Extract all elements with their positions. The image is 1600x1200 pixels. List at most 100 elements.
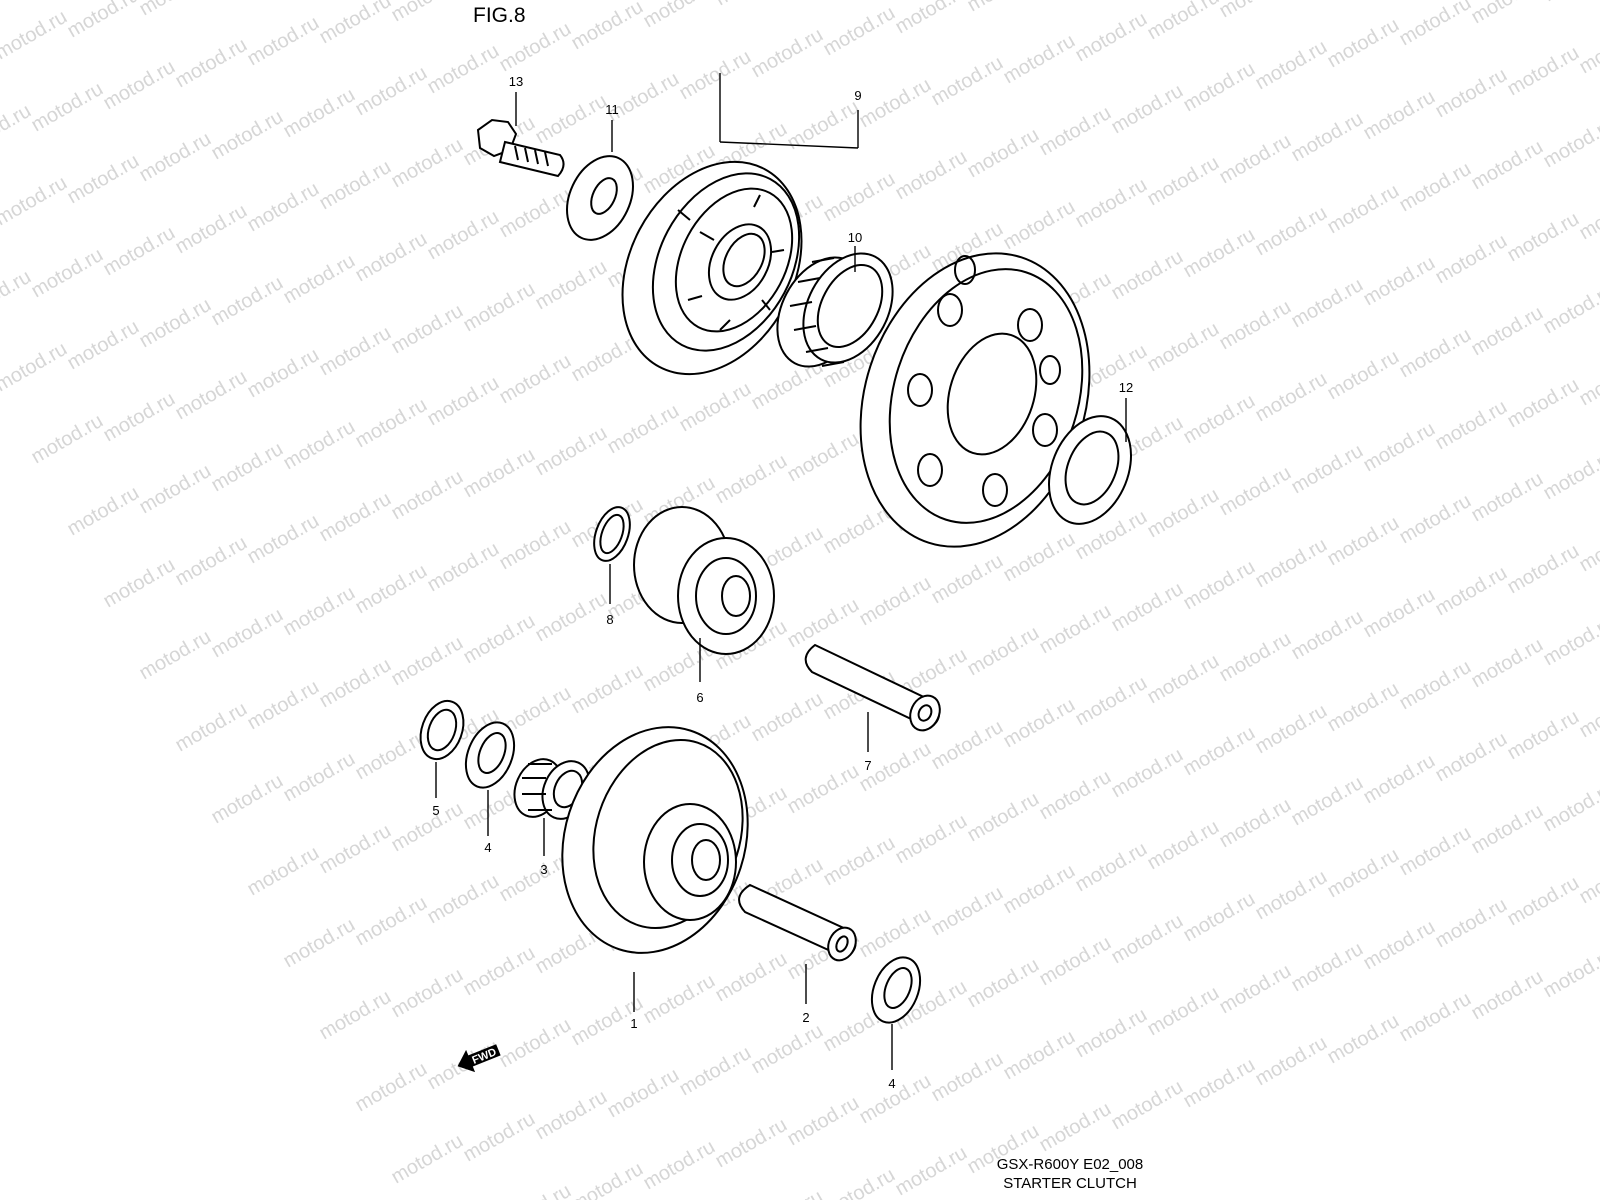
- watermark-text: motod.ru: [352, 62, 431, 121]
- watermark-text: motod.ru: [964, 622, 1043, 681]
- watermark-text: motod.ru: [1144, 816, 1223, 875]
- watermark-text: motod.ru: [136, 294, 215, 353]
- callout-8: 8: [606, 612, 613, 627]
- watermark-text: motod.ru: [1576, 684, 1600, 743]
- watermark-text: motod.ru: [1144, 318, 1223, 377]
- watermark-text: motod.ru: [1036, 932, 1115, 991]
- watermark-text: motod.ru: [1072, 1004, 1151, 1063]
- watermark-text: motod.ru: [172, 200, 251, 259]
- watermark-text: motod.ru: [244, 510, 323, 569]
- watermark-text: motod.ru: [1540, 778, 1600, 837]
- watermark-text: motod.ru: [928, 52, 1007, 111]
- watermark-text: motod.ru: [1432, 64, 1511, 123]
- part-13-bolt[interactable]: [476, 118, 565, 178]
- part-9-one-way-clutch[interactable]: [587, 131, 837, 406]
- watermark-text: motod.ru: [532, 588, 611, 647]
- watermark-text: motod.ru: [820, 168, 899, 227]
- watermark-text: motod.ru: [208, 770, 287, 829]
- watermark-text: motod.ru: [1144, 650, 1223, 709]
- watermark-text: motod.ru: [1468, 800, 1547, 859]
- part-12-starter-driven-gear[interactable]: [824, 223, 1126, 576]
- watermark-text: motod.ru: [388, 632, 467, 691]
- watermark-text: motod.ru: [964, 0, 1043, 16]
- watermark-text: motod.ru: [1144, 0, 1223, 44]
- watermark-text: motod.ru: [1468, 966, 1547, 1025]
- part-5-circlip[interactable]: [413, 695, 471, 765]
- part-4-washer-upper[interactable]: [457, 715, 523, 795]
- watermark-text: motod.ru: [1540, 114, 1600, 173]
- watermark-text: motod.ru: [316, 156, 395, 215]
- watermark-text: motod.ru: [316, 820, 395, 879]
- watermark-text: motod.ru: [604, 400, 683, 459]
- callout-4-lower: 4: [888, 1076, 895, 1091]
- part-7-idle-shaft[interactable]: [804, 643, 946, 735]
- watermark-text: motod.ru: [100, 222, 179, 281]
- watermark-text: motod.ru: [1108, 910, 1187, 969]
- part-11-washer[interactable]: [554, 145, 646, 250]
- watermark-text: motod.ru: [1360, 418, 1439, 477]
- watermark-text: motod.ru: [1252, 368, 1331, 427]
- watermark-text: motod.ru: [388, 300, 467, 359]
- callout-5: 5: [432, 803, 439, 818]
- leader-lines: [435, 73, 1127, 1070]
- watermark-text: motod.ru: [1216, 462, 1295, 521]
- watermark-text: motod.ru: [1144, 152, 1223, 211]
- watermark-text: motod.ru: [712, 0, 791, 10]
- watermark-text: motod.ru: [316, 488, 395, 547]
- watermark-text: motod.ru: [64, 0, 143, 42]
- watermark-text: motod.ru: [1036, 600, 1115, 659]
- watermark-text: motod.ru: [1396, 0, 1475, 50]
- watermark-text: motod.ru: [388, 134, 467, 193]
- watermark-text: motod.ru: [316, 654, 395, 713]
- watermark-text: motod.ru: [1144, 982, 1223, 1041]
- callout-1: 1: [630, 1016, 637, 1031]
- watermark-text: motod.ru: [172, 366, 251, 425]
- watermark-text: motod.ru: [1072, 838, 1151, 897]
- callout-numbers: 13 11 9 10 12 8 6 7 5 4 3 1 2 4: [432, 74, 1133, 1091]
- watermark-text: motod.ru: [1576, 352, 1600, 411]
- watermark-text: motod.ru: [1540, 612, 1600, 671]
- watermark-text: motod.ru: [1396, 988, 1475, 1047]
- callout-10: 10: [848, 230, 862, 245]
- watermark-text: motod.ru: [460, 0, 539, 4]
- watermark-text: motod.ru: [784, 428, 863, 487]
- watermark-text: motod.ru: [280, 582, 359, 641]
- watermark-text: motod.ru: [136, 128, 215, 187]
- watermark-text: motod.ru: [1360, 916, 1439, 975]
- watermark-text: motod.ru: [748, 24, 827, 83]
- watermark-text: motod.ru: [1540, 944, 1600, 1003]
- part-10-needle-bearing[interactable]: [759, 238, 910, 382]
- watermark-text: motod.ru: [172, 698, 251, 757]
- watermark-text: motod.ru: [532, 256, 611, 315]
- watermark-text: motod.ru: [1144, 484, 1223, 543]
- part-8-circlip[interactable]: [587, 502, 636, 566]
- watermark-text: motod.ru: [316, 322, 395, 381]
- watermark-text: motod.ru: [28, 410, 107, 469]
- part-3-needle-bearing[interactable]: [506, 752, 599, 827]
- watermark-text: motod.ru: [892, 810, 971, 869]
- watermark-text: motod.ru: [604, 68, 683, 127]
- part-2-shaft[interactable]: [738, 883, 861, 965]
- watermark-text: motod.ru: [496, 516, 575, 575]
- watermark-text: motod.ru: [1540, 0, 1600, 6]
- watermark-text: motod.ru: [316, 986, 395, 1045]
- watermark-text: motod.ru: [1576, 518, 1600, 577]
- callout-7: 7: [864, 758, 871, 773]
- watermark-text: motod.ru: [1108, 80, 1187, 139]
- watermark-text: motod.ru: [496, 184, 575, 243]
- watermark-text: motod.ru: [1504, 374, 1583, 433]
- watermark-text: motod.ru: [0, 6, 71, 65]
- watermark-text: motod.ru: [1180, 722, 1259, 781]
- watermark-text: motod.ru: [1000, 694, 1079, 753]
- watermark-text: motod.ru: [244, 178, 323, 237]
- watermark-text: motod.ru: [316, 0, 395, 48]
- part-6-idle-gear[interactable]: [633, 506, 775, 655]
- watermark-text: motod.ru: [28, 244, 107, 303]
- watermark-text: motod.ru: [136, 0, 215, 20]
- watermark-text: motod.ru: [352, 726, 431, 785]
- watermark-text: motod.ru: [1288, 772, 1367, 831]
- part-1-starter-idle-gear[interactable]: [534, 703, 776, 977]
- part-4-washer-lower[interactable]: [863, 950, 929, 1030]
- part-12-washer[interactable]: [1034, 404, 1146, 536]
- watermark-text: motod.ru: [1108, 1076, 1187, 1135]
